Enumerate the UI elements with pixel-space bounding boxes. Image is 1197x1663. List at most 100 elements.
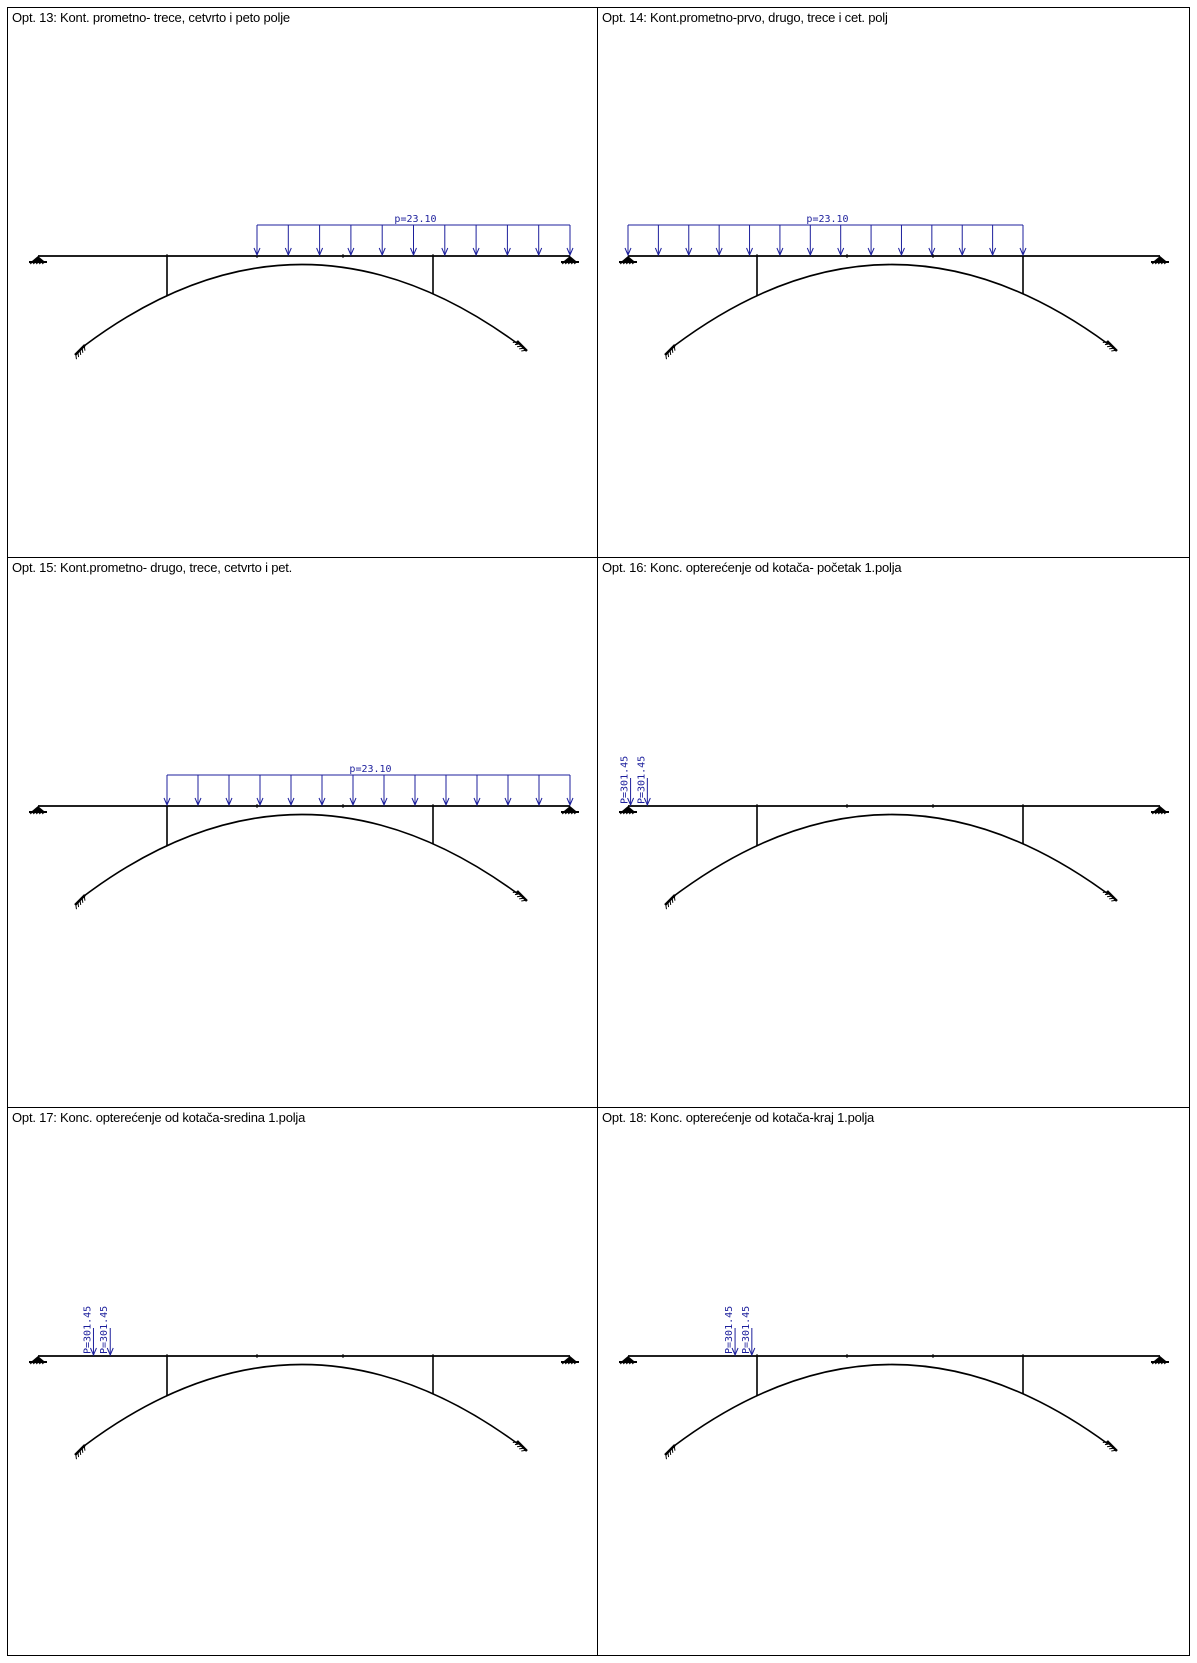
load-arrow <box>472 225 480 257</box>
left-pin-support <box>619 806 637 815</box>
wheel-load-arrow-2 <box>643 778 651 807</box>
load-case-panel-13: Opt. 13: Kont. prometno- trece, cetvrto … <box>8 8 598 558</box>
right-fixed-support <box>1102 890 1118 902</box>
load-arrow <box>806 225 814 257</box>
load-arrow <box>411 775 419 807</box>
right-fixed-support <box>512 890 528 902</box>
load-arrow <box>989 225 997 257</box>
load-arrow <box>504 775 512 807</box>
wheel-load-arrow-2 <box>106 1328 114 1357</box>
load-case-panel-16: Opt. 16: Konc. opterećenje od kotača- po… <box>598 558 1189 1108</box>
load-arrow <box>225 775 233 807</box>
left-fixed-support <box>74 344 86 360</box>
bridge-structure <box>29 1354 579 1460</box>
right-fixed-support <box>512 1440 528 1452</box>
load-arrow <box>473 775 481 807</box>
left-pin-support <box>29 806 47 815</box>
load-arrow <box>378 225 386 257</box>
load-label: p=23.10 <box>349 764 391 775</box>
structure-diagram: P=301.45 P=301.45 <box>619 756 1169 910</box>
structure-diagram: P=301.45 P=301.45 <box>29 1306 579 1460</box>
left-fixed-support <box>664 894 676 910</box>
panel-title: Opt. 15: Kont.prometno- drugo, trece, ce… <box>12 560 293 575</box>
right-pin-support <box>561 1356 579 1365</box>
load-arrow <box>318 775 326 807</box>
wheel-load-label-1: P=301.45 <box>620 756 631 804</box>
load-case-grid: Opt. 13: Kont. prometno- trece, cetvrto … <box>7 7 1190 1656</box>
right-pin-support <box>561 806 579 815</box>
structure-diagram: p=23.10 <box>29 214 579 360</box>
load-arrow <box>349 775 357 807</box>
left-fixed-support <box>74 1444 86 1460</box>
load-case-panel-17: Opt. 17: Konc. opterećenje od kotača-sre… <box>8 1108 598 1655</box>
load-arrow <box>837 225 845 257</box>
concentrated-loads: P=301.45 P=301.45 <box>82 1306 114 1357</box>
load-arrow <box>898 225 905 257</box>
load-arrow <box>287 775 295 807</box>
load-arrow <box>163 775 171 807</box>
distributed-load: p=23.10 <box>624 214 1027 257</box>
wheel-load-arrow-2 <box>748 1328 756 1357</box>
arch-member <box>83 813 519 897</box>
bridge-structure <box>29 804 579 910</box>
load-arrow <box>566 775 574 807</box>
bridge-structure <box>29 254 579 360</box>
left-pin-support <box>619 256 637 265</box>
load-arrow <box>535 775 543 807</box>
load-arrow <box>776 225 784 257</box>
arch-member <box>673 263 1109 347</box>
left-fixed-support <box>664 1444 676 1460</box>
left-fixed-support <box>664 344 676 360</box>
load-arrow <box>746 225 753 257</box>
concentrated-loads: P=301.45 P=301.45 <box>620 756 651 807</box>
load-case-panel-15: Opt. 15: Kont.prometno- drugo, trece, ce… <box>8 558 598 1108</box>
panel-title: Opt. 16: Konc. opterećenje od kotača- po… <box>602 560 902 575</box>
right-pin-support <box>1151 806 1169 815</box>
bridge-structure <box>619 254 1169 360</box>
load-arrow <box>624 225 632 257</box>
wheel-load-label-2: P=301.45 <box>99 1306 110 1354</box>
load-arrow <box>256 775 264 807</box>
wheel-load-arrow-1 <box>731 1328 739 1357</box>
left-fixed-support <box>74 894 86 910</box>
load-arrow <box>867 225 875 257</box>
arch-member <box>673 813 1109 897</box>
load-arrow <box>685 225 693 257</box>
bridge-structure <box>619 804 1169 910</box>
panel-title: Opt. 13: Kont. prometno- trece, cetvrto … <box>12 10 290 25</box>
right-fixed-support <box>1102 340 1118 352</box>
wheel-load-label-2: P=301.45 <box>636 756 647 804</box>
load-case-panel-18: Opt. 18: Konc. opterećenje od kotača-kra… <box>598 1108 1189 1655</box>
right-pin-support <box>1151 1356 1169 1365</box>
wheel-load-arrow-1 <box>627 778 635 807</box>
load-arrow <box>380 775 388 807</box>
load-case-panel-14: Opt. 14: Kont.prometno-prvo, drugo, trec… <box>598 8 1189 558</box>
structure-diagram: p=23.10 <box>29 764 579 910</box>
load-arrow <box>347 225 355 257</box>
load-arrow <box>441 225 449 257</box>
load-arrow <box>253 225 261 257</box>
wheel-load-label-1: P=301.45 <box>724 1306 735 1354</box>
load-arrow <box>410 225 417 257</box>
panel-title: Opt. 14: Kont.prometno-prvo, drugo, trec… <box>602 10 888 25</box>
load-arrow <box>928 225 936 257</box>
right-pin-support <box>561 256 579 265</box>
load-arrow <box>535 225 543 257</box>
load-arrow <box>503 225 511 257</box>
arch-member <box>83 1363 519 1447</box>
distributed-load: p=23.10 <box>163 764 574 807</box>
load-arrow <box>284 225 292 257</box>
left-pin-support <box>29 1356 47 1365</box>
load-arrow <box>442 775 450 807</box>
arch-member <box>83 263 519 347</box>
load-label: p=23.10 <box>806 214 848 225</box>
load-arrow <box>958 225 966 257</box>
load-arrow <box>1019 225 1027 257</box>
load-arrow <box>194 775 202 807</box>
load-arrow <box>566 225 574 257</box>
load-label: p=23.10 <box>394 214 436 225</box>
wheel-load-label-1: P=301.45 <box>82 1306 93 1354</box>
panel-title: Opt. 17: Konc. opterećenje od kotača-sre… <box>12 1110 306 1125</box>
left-pin-support <box>29 256 47 265</box>
